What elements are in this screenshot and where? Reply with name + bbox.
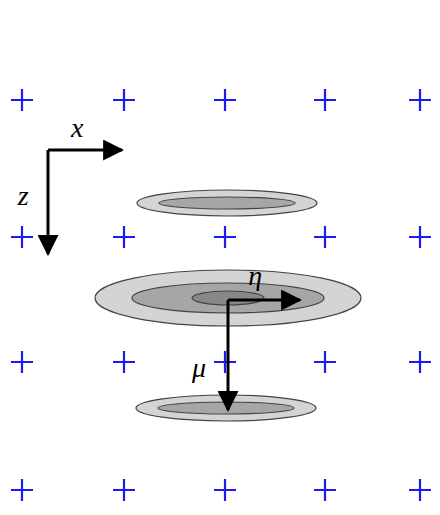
plus-sign — [409, 89, 431, 111]
plus-sign — [11, 226, 33, 248]
plus-sign — [409, 351, 431, 373]
vectors — [228, 300, 300, 410]
bottom-disk — [136, 395, 316, 421]
vector-label: μ⃗ — [192, 354, 228, 382]
plus-sign — [113, 351, 135, 373]
plus-sign — [11, 479, 33, 501]
plus-sign — [11, 351, 33, 373]
top-disk — [137, 190, 317, 216]
plus-sign — [214, 479, 236, 501]
plus-sign — [314, 226, 336, 248]
plus-sign — [314, 89, 336, 111]
axis-label: x⃗ — [71, 114, 105, 142]
plus-sign — [113, 479, 135, 501]
plus-sign — [113, 89, 135, 111]
plus-sign — [409, 479, 431, 501]
plus-sign — [11, 89, 33, 111]
plus-sign — [314, 479, 336, 501]
plus-sign — [214, 226, 236, 248]
plus-grid — [11, 89, 431, 501]
plus-sign — [314, 351, 336, 373]
vector-label: η⃗ — [248, 262, 284, 290]
axes — [48, 150, 122, 254]
plus-sign — [409, 226, 431, 248]
plus-sign — [214, 89, 236, 111]
axis-label: z⃗ — [18, 182, 51, 210]
plus-sign — [113, 226, 135, 248]
